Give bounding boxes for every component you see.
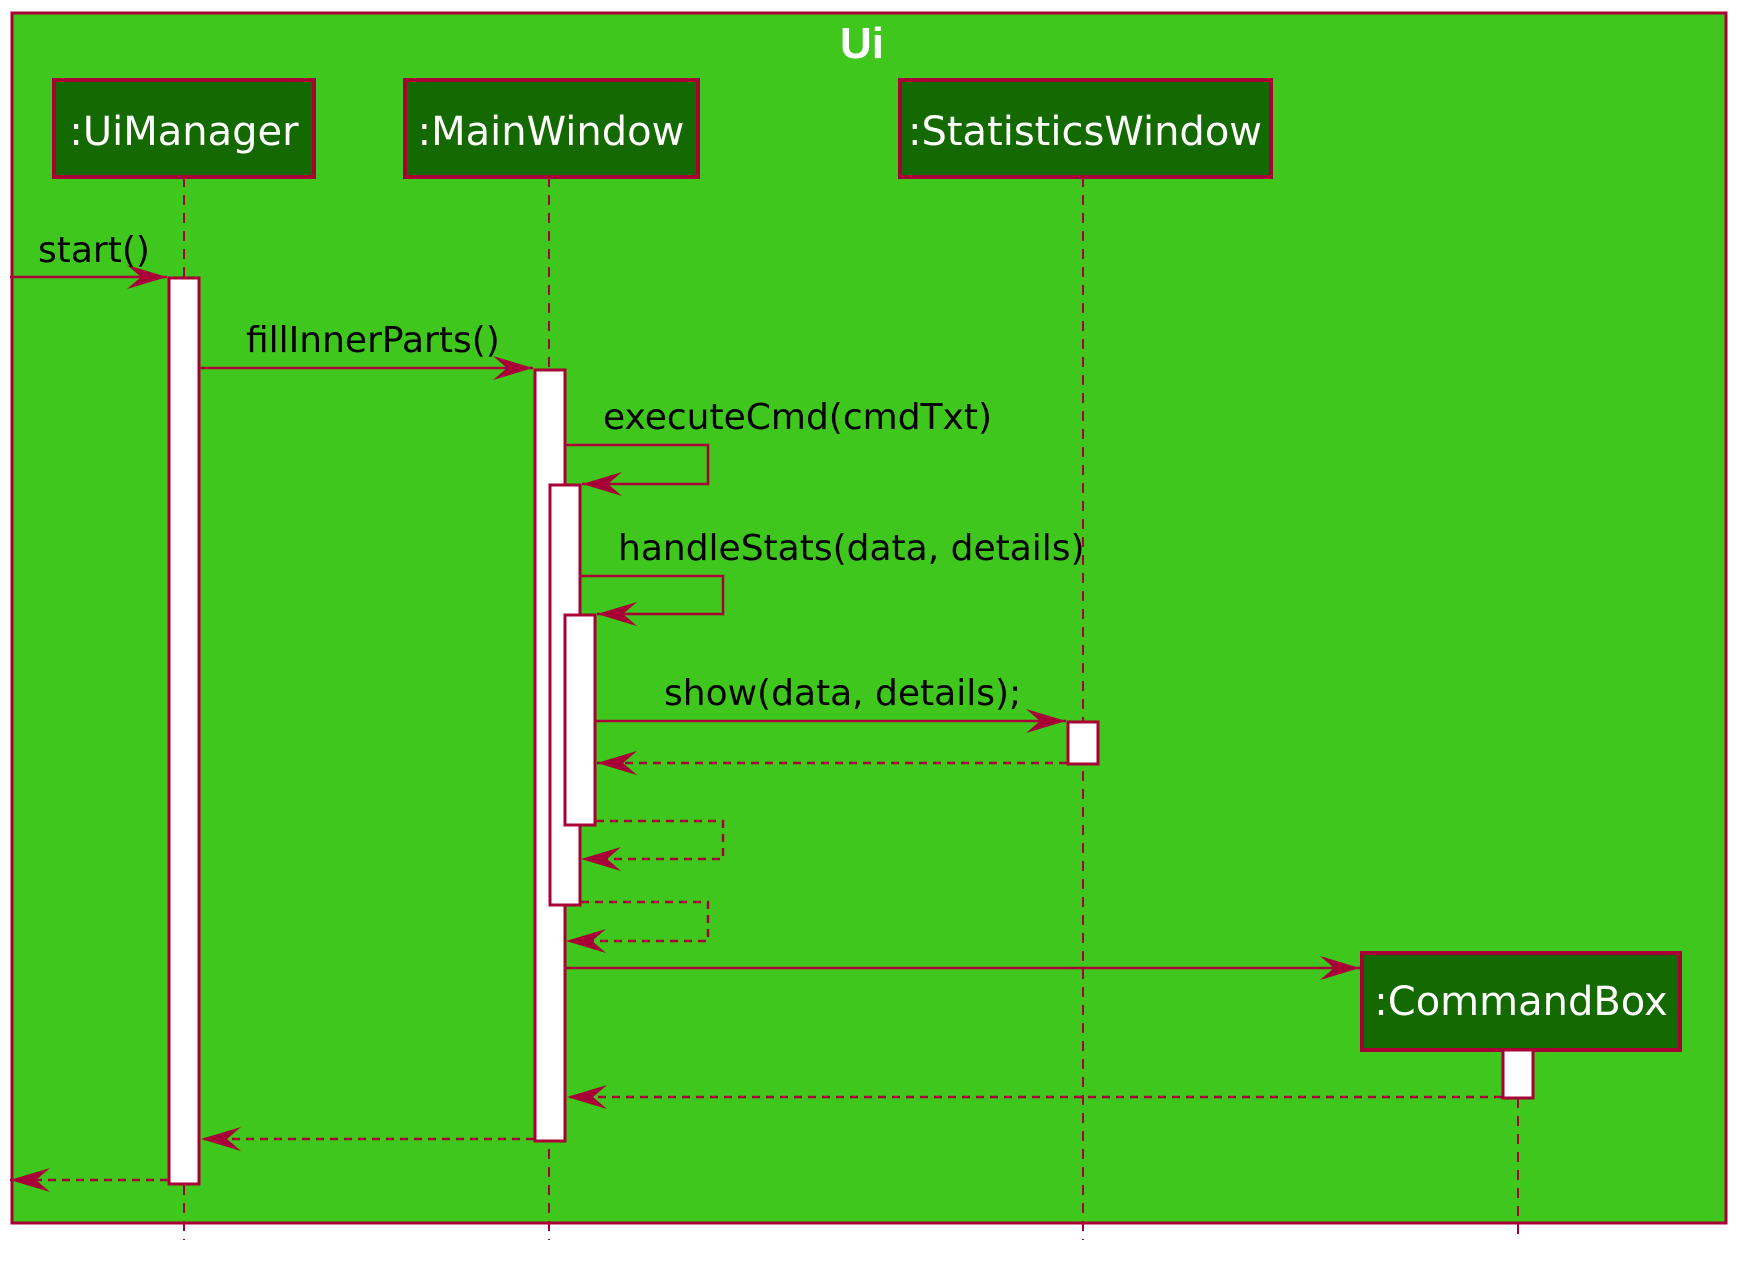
participant-label: :UiManager [69, 109, 299, 155]
activation-commandbox [1501, 1048, 1535, 1100]
message-show-label: show(data, details); [664, 673, 1021, 714]
participant-label: :CommandBox [1374, 979, 1667, 1025]
message-start-label: start() [38, 230, 150, 271]
participant-uimanager: :UiManager [52, 78, 316, 179]
message-handle-stats-return-arrow [581, 819, 725, 871]
message-execute-cmd-return-arrow [566, 900, 710, 953]
message-handle-stats-label: handleStats(data, details) [618, 528, 1085, 569]
message-execute-cmd-label: executeCmd(cmdTxt) [603, 397, 992, 438]
activation-uimanager [167, 276, 201, 1186]
participant-statisticswindow: :StatisticsWindow [898, 78, 1273, 179]
activation-mainwindow-handlestats [563, 613, 597, 827]
participant-label: :StatisticsWindow [908, 109, 1262, 155]
participant-mainwindow: :MainWindow [403, 78, 700, 179]
frame-title: Ui [840, 19, 884, 68]
participant-commandbox: :CommandBox [1360, 951, 1682, 1052]
participant-label: :MainWindow [418, 109, 685, 155]
message-handle-stats-arrow [581, 574, 725, 626]
activation-statisticswindow [1066, 720, 1100, 766]
message-fill-inner-parts-label: fillInnerParts() [246, 320, 500, 361]
message-execute-cmd-arrow [566, 443, 710, 496]
